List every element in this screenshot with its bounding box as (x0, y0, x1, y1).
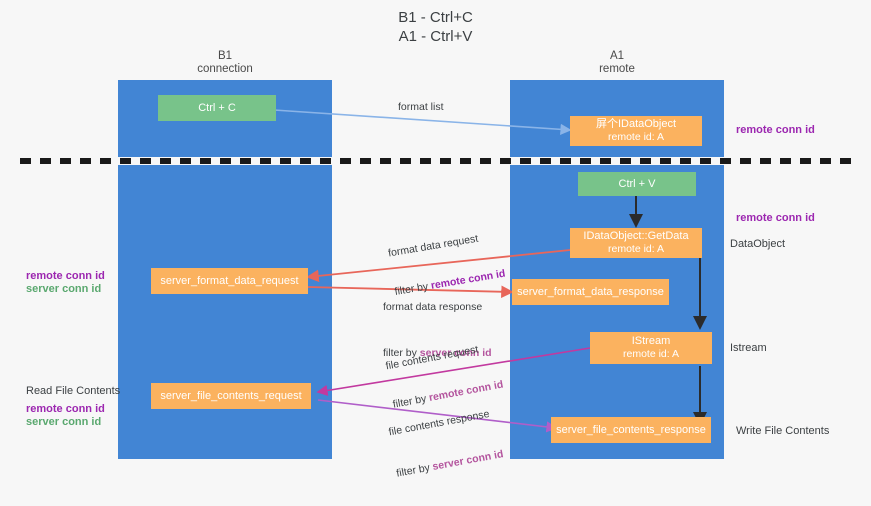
filter-by-highlight: server conn id (419, 347, 492, 359)
annotation-left-server-conn-id-bottom: server conn id (26, 416, 102, 428)
annotation-left-remote-conn-id-mid: remote conn id (26, 270, 105, 282)
node-ctrl-v[interactable]: Ctrl + V (578, 172, 696, 196)
node-istream-line2: remote id: A (622, 348, 680, 360)
node-istream-line1: IStream (631, 335, 671, 347)
node-idataobject-line2: remote id: A (607, 131, 665, 143)
annotation-left-remote-conn-id-bottom: remote conn id (26, 403, 105, 415)
annotation-right-remote-conn-id-top: remote conn id (736, 124, 815, 136)
lane-header-a1: A1 remote (599, 50, 635, 75)
edge-label-format-data-request-line1: format data request (387, 232, 480, 260)
node-server-file-contents-request-label: server_file_contents_request (160, 389, 302, 402)
node-getdata[interactable]: IDataObject::GetData remote id: A (570, 228, 702, 258)
node-server-file-contents-response-label: server_file_contents_response (556, 423, 706, 436)
lane-a1-lower (510, 165, 724, 459)
node-server-file-contents-response[interactable]: server_file_contents_response (551, 417, 711, 443)
node-istream[interactable]: IStream remote id: A (590, 332, 712, 364)
node-server-format-data-response[interactable]: server_format_data_response (512, 279, 669, 305)
edge-label-format-list: format list (398, 101, 444, 113)
node-server-format-data-request-label: server_format_data_request (160, 274, 299, 287)
filter-by-highlight: server conn id (431, 448, 505, 473)
edge-label-format-data-response-line2: filter by server conn id (383, 347, 492, 360)
annotation-right-dataobject: DataObject (730, 238, 786, 250)
filter-by-prefix: filter by (395, 461, 434, 480)
edge-label-file-contents-response-line2: filter by server conn id (395, 448, 504, 481)
node-server-format-data-response-label: server_format_data_response (517, 285, 664, 298)
node-server-file-contents-request[interactable]: server_file_contents_request (151, 383, 311, 409)
edge-label-file-contents-response-line1: file contents response (387, 407, 491, 439)
node-ctrl-v-label: Ctrl + V (618, 177, 656, 190)
annotation-left-read-file-contents: Read File Contents (26, 385, 121, 397)
node-ctrl-c-label: Ctrl + C (198, 101, 236, 114)
node-idataobject-line1: 屏个IDataObject (595, 118, 677, 130)
node-server-format-data-request[interactable]: server_format_data_request (151, 268, 308, 294)
lane-b1-lower (118, 165, 332, 459)
edge-label-format-data-response-line1: format data response (383, 301, 483, 313)
annotation-right-remote-conn-id-mid: remote conn id (736, 212, 815, 224)
diagram-canvas: B1 - Ctrl+C A1 - Ctrl+V B1 connection A1… (20, 9, 860, 480)
annotation-right-write-file-contents: Write File Contents (736, 425, 830, 437)
annotation-left-server-conn-id-mid: server conn id (26, 283, 102, 295)
edge-label-file-contents-request-line1: file contents request (384, 343, 480, 373)
filter-by-prefix: filter by (383, 347, 420, 359)
annotation-right-istream: Istream (730, 342, 767, 354)
diagram-title: B1 - Ctrl+C A1 - Ctrl+V (398, 9, 473, 45)
edge-label-file-contents-response: file contents response filter by server … (383, 381, 509, 506)
node-ctrl-c[interactable]: Ctrl + C (158, 95, 276, 121)
node-idataobject[interactable]: 屏个IDataObject remote id: A (570, 116, 702, 146)
node-getdata-line1: IDataObject::GetData (583, 230, 689, 242)
lane-header-b1: B1 connection (197, 50, 253, 75)
node-getdata-line2: remote id: A (607, 243, 665, 255)
edge-label-format-data-response: format data response filter by server co… (383, 275, 492, 386)
